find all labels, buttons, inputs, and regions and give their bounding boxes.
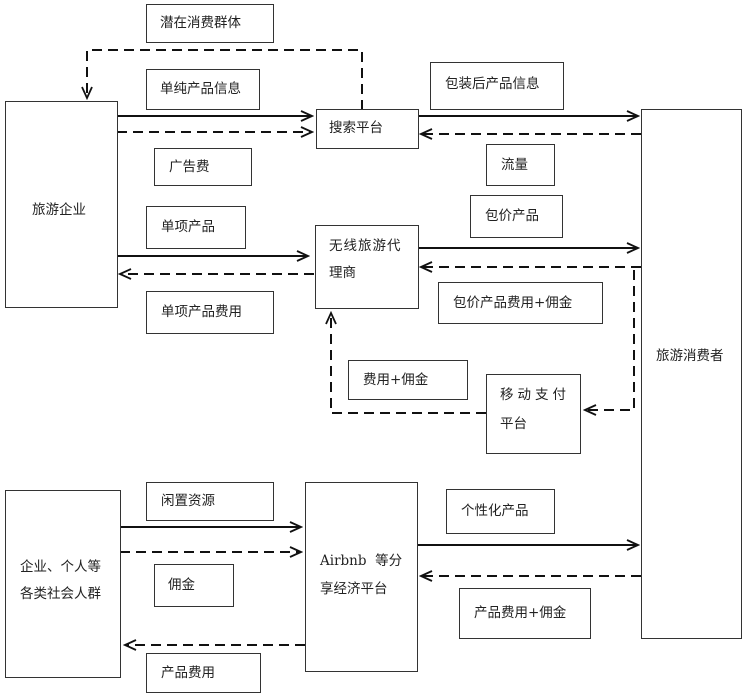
label-product-fee-commission: 产品费用+佣金 [459, 588, 591, 639]
label-package-fee-commission-text: 包价产品费用+佣金 [453, 295, 573, 311]
label-personalized-product: 个性化产品 [446, 489, 555, 534]
node-wireless-agent-label-line1: 无线旅游代 [329, 238, 402, 254]
edge-potential-consumers [87, 49, 363, 110]
label-packaged-product-info-text: 包装后产品信息 [445, 76, 540, 92]
label-potential-consumers: 潜在消费群体 [146, 4, 274, 43]
label-commission: 佣金 [154, 564, 234, 607]
label-potential-consumers-text: 潜在消费群体 [160, 15, 241, 31]
node-sharing-platform-label-line1: Airbnb 等分 [320, 553, 403, 569]
label-traffic: 流量 [486, 144, 555, 186]
label-package-fee-commission: 包价产品费用+佣金 [438, 282, 603, 324]
node-social-groups-label-line1: 企业、个人等 [20, 559, 101, 575]
label-packaged-product-info: 包装后产品信息 [430, 62, 564, 110]
label-package-product: 包价产品 [470, 195, 563, 238]
label-advertising-fee-text: 广告费 [169, 159, 210, 175]
node-search-platform-label: 搜索平台 [329, 120, 383, 136]
label-product-fee-commission-text: 产品费用+佣金 [474, 605, 567, 621]
label-advertising-fee: 广告费 [154, 148, 252, 186]
label-single-product: 单项产品 [146, 206, 246, 249]
node-social-groups: 企业、个人等 各类社会人群 [5, 490, 121, 678]
edge-fee-commission [331, 313, 486, 414]
node-tourism-enterprise-label: 旅游企业 [32, 202, 86, 218]
node-sharing-platform-label-line2: 享经济平台 [320, 581, 388, 597]
node-mobile-payment-label-line2: 平台 [500, 416, 527, 432]
label-single-product-text: 单项产品 [161, 219, 215, 235]
node-mobile-payment: 移动支付 平台 [486, 374, 581, 454]
label-traffic-text: 流量 [501, 157, 528, 173]
label-personalized-product-text: 个性化产品 [461, 503, 529, 519]
node-wireless-agent-label-line2: 理商 [329, 265, 356, 281]
label-single-product-fee-text: 单项产品费用 [161, 304, 242, 320]
node-tourism-enterprise: 旅游企业 [5, 101, 118, 308]
node-wireless-agent: 无线旅游代 理商 [315, 225, 419, 309]
node-social-groups-label-line2: 各类社会人群 [20, 586, 101, 602]
node-mobile-payment-label-line1: 移动支付 [500, 387, 570, 403]
node-tourism-consumer: 旅游消费者 [641, 109, 742, 639]
node-sharing-platform: Airbnb 等分 享经济平台 [305, 482, 418, 672]
label-package-product-text: 包价产品 [485, 208, 539, 224]
label-pure-product-info-text: 单纯产品信息 [160, 81, 241, 97]
label-product-fee-text: 产品费用 [161, 665, 215, 681]
label-idle-resources-text: 闲置资源 [161, 493, 215, 509]
node-search-platform: 搜索平台 [316, 109, 419, 149]
label-pure-product-info: 单纯产品信息 [146, 69, 260, 110]
label-single-product-fee: 单项产品费用 [146, 291, 274, 334]
label-idle-resources: 闲置资源 [146, 482, 274, 521]
node-tourism-consumer-label: 旅游消费者 [656, 348, 724, 364]
label-fee-commission-text: 费用+佣金 [363, 372, 429, 388]
label-commission-text: 佣金 [168, 577, 195, 593]
label-fee-commission: 费用+佣金 [348, 360, 468, 400]
label-product-fee: 产品费用 [146, 653, 261, 693]
